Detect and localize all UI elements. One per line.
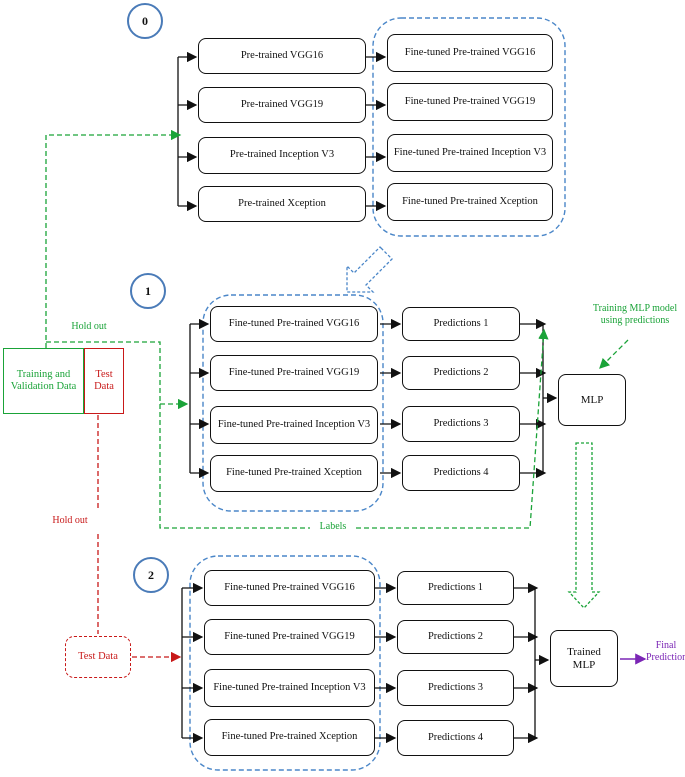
stage1-prediction-3: Predictions 3 — [402, 406, 520, 442]
stage1-model-vgg16: Fine-tuned Pre-trained VGG16 — [210, 306, 378, 342]
training-mlp-note: Training MLP model using predictions — [592, 303, 678, 326]
stage0-finetuned-xception: Fine-tuned Pre-trained Xception — [387, 183, 553, 221]
stage0-model-vgg16: Pre-trained VGG16 — [198, 38, 366, 74]
stage1-prediction-2: Predictions 2 — [402, 356, 520, 390]
final-prediction-label: Final Prediction — [646, 640, 685, 663]
stage2-prediction-1: Predictions 1 — [397, 571, 514, 605]
stage0-model-xception: Pre-trained Xception — [198, 186, 366, 222]
stage0-model-inceptionv3: Pre-trained Inception V3 — [198, 137, 366, 174]
stage2-model-vgg19: Fine-tuned Pre-trained VGG19 — [204, 619, 375, 655]
finetuned-group-2 — [189, 555, 381, 771]
stage2-prediction-4: Predictions 4 — [397, 720, 514, 756]
stage-2-badge: 2 — [133, 557, 169, 593]
stage0-finetuned-vgg16: Fine-tuned Pre-trained VGG16 — [387, 34, 553, 72]
hold-out-green-label: Hold out — [71, 321, 107, 332]
test-data-box: Test Data — [65, 636, 131, 678]
stage1-model-vgg19: Fine-tuned Pre-trained VGG19 — [210, 355, 378, 391]
stage-1-badge: 1 — [130, 273, 166, 309]
mlp-box: MLP — [558, 374, 626, 426]
stage2-model-vgg16: Fine-tuned Pre-trained VGG16 — [204, 570, 375, 606]
transfer-arrow-0-1 — [346, 246, 393, 293]
transfer-arrow-1-2 — [567, 442, 601, 609]
stage2-prediction-2: Predictions 2 — [397, 620, 514, 654]
stage2-prediction-3: Predictions 3 — [397, 670, 514, 706]
stage1-model-xception: Fine-tuned Pre-trained Xception — [210, 455, 378, 492]
stage0-finetuned-inceptionv3: Fine-tuned Pre-trained Inception V3 — [387, 134, 553, 172]
test-data-split-box: Test Data — [84, 348, 124, 414]
stage-0-badge: 0 — [127, 3, 163, 39]
stage2-model-xception: Fine-tuned Pre-trained Xception — [204, 719, 375, 756]
stage0-model-vgg19: Pre-trained VGG19 — [198, 87, 366, 123]
labels-label: Labels — [310, 521, 356, 533]
stage2-model-inceptionv3: Fine-tuned Pre-trained Inception V3 — [204, 669, 375, 707]
stage1-prediction-4: Predictions 4 — [402, 455, 520, 491]
finetuned-group-1 — [202, 294, 384, 512]
stage1-model-inceptionv3: Fine-tuned Pre-trained Inception V3 — [210, 406, 378, 444]
stage0-finetuned-vgg19: Fine-tuned Pre-trained VGG19 — [387, 83, 553, 121]
stage1-prediction-1: Predictions 1 — [402, 307, 520, 341]
hold-out-red-label: Hold out — [40, 515, 100, 527]
finetuned-group-0 — [372, 17, 566, 237]
trained-mlp-box: Trained MLP — [550, 630, 618, 687]
training-validation-data-box: Training and Validation Data — [3, 348, 84, 414]
